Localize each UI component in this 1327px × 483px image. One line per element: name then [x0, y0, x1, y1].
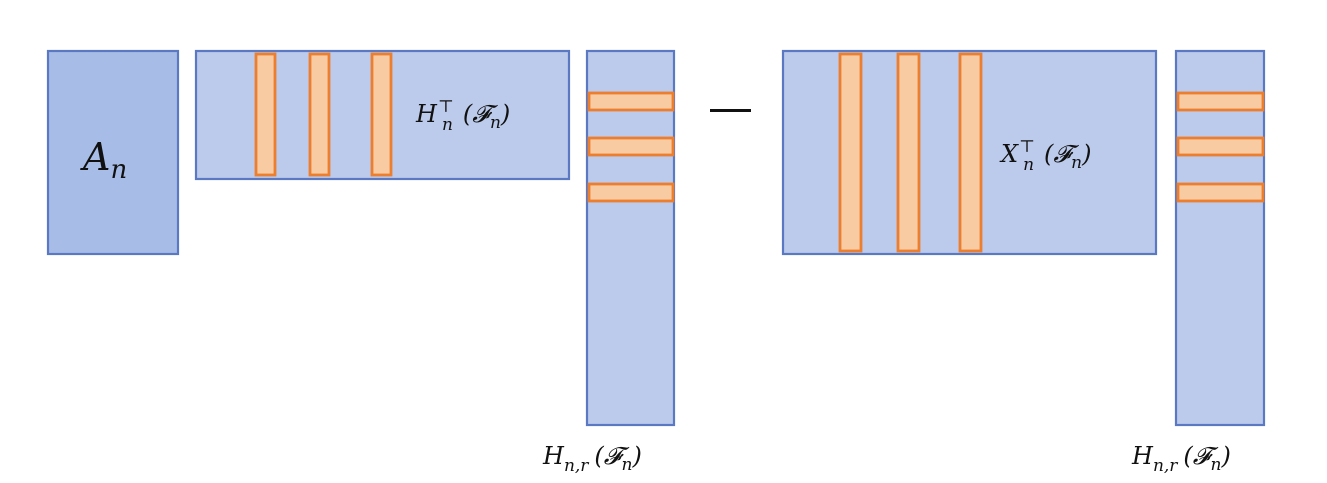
h-transpose-highlight-column-2 — [308, 52, 331, 177]
minus-operator-text: − — [730, 99, 731, 101]
h-column-right-label: Hn,r(𝓕n) — [1131, 442, 1231, 476]
a-matrix-label: An — [80, 135, 127, 185]
x-transpose-highlight-column-3 — [958, 52, 983, 253]
h-column-right-highlight-row-1 — [1176, 91, 1265, 112]
h-column-left-label: Hn,r(𝓕n) — [542, 442, 642, 476]
h-column-left-matrix — [585, 49, 676, 427]
h-column-left-highlight-row-1 — [587, 91, 675, 112]
h-column-right-matrix — [1174, 49, 1266, 427]
h-column-right-highlight-row-2 — [1176, 136, 1265, 157]
a-matrix — [46, 49, 180, 256]
h-transpose-label: H⊤n(𝓕n) — [415, 97, 510, 135]
h-column-left-highlight-row-2 — [587, 136, 675, 157]
h-transpose-highlight-column-3 — [370, 52, 393, 177]
h-transpose-highlight-column-1 — [254, 52, 277, 177]
h-column-left-highlight-row-3 — [587, 182, 675, 203]
h-column-right-highlight-row-3 — [1176, 182, 1265, 203]
x-transpose-highlight-column-2 — [896, 52, 921, 253]
x-transpose-label: X⊤n(𝓕n) — [999, 137, 1091, 175]
minus-operator — [710, 109, 751, 112]
x-transpose-highlight-column-1 — [838, 52, 863, 253]
